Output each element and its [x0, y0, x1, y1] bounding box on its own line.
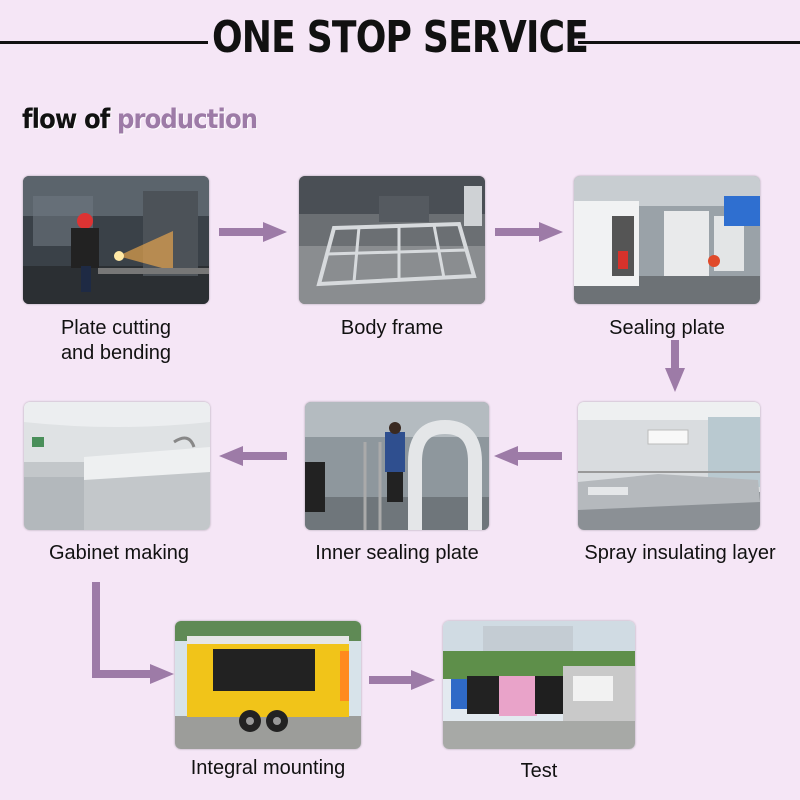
step-caption-integral-mounting: Integral mounting	[190, 757, 346, 779]
arrow-right-icon	[495, 222, 563, 242]
step-caption-plate-cutting: Plate cutting and bending	[60, 317, 172, 364]
arrow-right-icon	[369, 670, 435, 690]
arrow-elbow-icon	[92, 582, 174, 684]
arrow-left-icon	[219, 446, 287, 466]
step-photo-test	[443, 621, 635, 749]
title-rule-right	[578, 41, 800, 44]
subtitle-prefix: flow of	[22, 104, 118, 135]
subtitle-highlight: production	[117, 104, 258, 135]
step-caption-body-frame: Body frame	[340, 317, 444, 339]
step-caption-test: Test	[520, 760, 558, 782]
step-caption-sealing-plate: Sealing plate	[609, 317, 725, 339]
step-photo-sealing-plate	[574, 176, 760, 304]
step-photo-gabinet-making	[24, 402, 210, 530]
step-photo-plate-cutting	[23, 176, 209, 304]
step-photo-body-frame	[299, 176, 485, 304]
step-photo-inner-sealing	[305, 402, 489, 530]
step-caption-spray-insulating: Spray insulating layer	[584, 542, 776, 564]
step-caption-gabinet-making: Gabinet making	[48, 542, 190, 564]
step-caption-inner-sealing: Inner sealing plate	[315, 542, 479, 564]
title-rule-left	[0, 41, 208, 44]
section-subtitle: flow of production	[22, 104, 258, 135]
step-photo-integral-mounting	[175, 621, 361, 749]
page-title: ONE STOP SERVICE	[211, 12, 589, 63]
arrow-left-icon	[494, 446, 562, 466]
arrow-down-icon	[665, 340, 685, 392]
arrow-right-icon	[219, 222, 287, 242]
step-photo-spray-insulating	[578, 402, 760, 530]
